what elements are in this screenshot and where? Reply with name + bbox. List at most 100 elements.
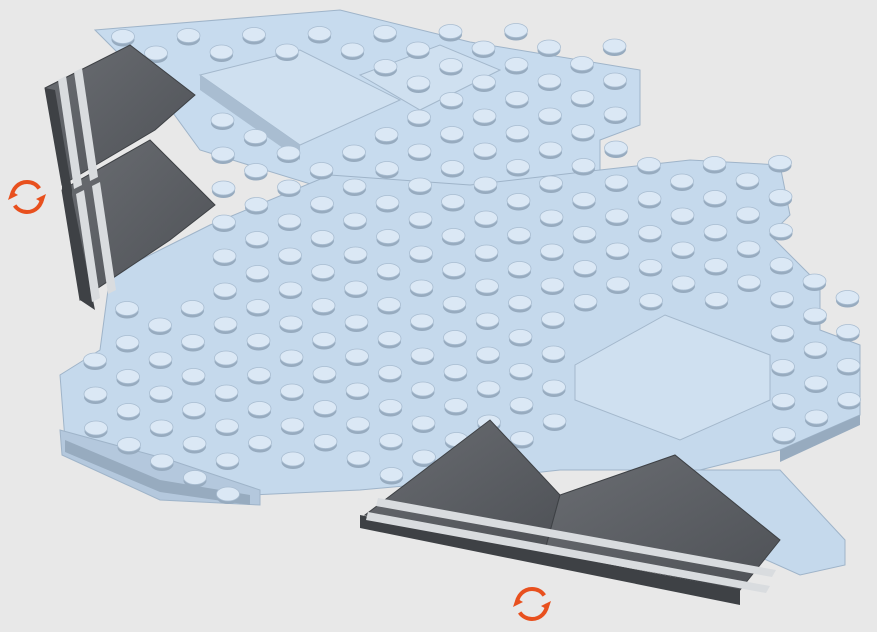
stud: [118, 438, 141, 455]
stud: [183, 403, 206, 420]
stud: [506, 126, 529, 143]
stud: [837, 359, 860, 376]
stud: [442, 195, 465, 212]
stud: [343, 179, 366, 196]
stud: [638, 158, 661, 175]
stud: [838, 393, 861, 410]
stud: [112, 30, 135, 47]
stud: [508, 228, 531, 245]
stud: [212, 181, 235, 198]
stud: [407, 42, 430, 59]
stud: [149, 318, 172, 335]
stud: [540, 176, 563, 193]
stud: [313, 367, 336, 384]
stud: [507, 160, 530, 177]
stud: [380, 468, 403, 485]
stud: [704, 225, 727, 242]
stud: [603, 39, 626, 56]
stud: [244, 130, 267, 147]
stud: [540, 210, 563, 227]
stud: [736, 173, 759, 190]
stud: [507, 194, 530, 211]
stud: [804, 342, 827, 359]
stud: [704, 191, 727, 208]
stud: [445, 399, 468, 416]
stud: [347, 451, 370, 468]
stud: [442, 229, 465, 246]
stud: [543, 414, 566, 431]
stud: [606, 209, 629, 226]
stud: [84, 387, 107, 404]
stud: [539, 108, 562, 125]
stud: [150, 386, 173, 403]
stud: [375, 128, 398, 145]
stud: [311, 231, 334, 248]
stud: [181, 301, 204, 318]
stud: [150, 420, 173, 437]
stud: [216, 419, 239, 436]
stud: [308, 27, 331, 44]
stud: [672, 276, 695, 293]
stud: [409, 178, 432, 195]
stud: [772, 360, 795, 377]
stud: [344, 213, 367, 230]
stud: [605, 141, 628, 158]
stud: [281, 384, 304, 401]
stud: [639, 260, 662, 277]
stud: [215, 385, 238, 402]
stud: [183, 437, 206, 454]
stud: [214, 283, 237, 300]
stud: [803, 274, 826, 291]
stud: [444, 331, 467, 348]
stud: [279, 248, 302, 265]
stud: [85, 421, 108, 438]
stud: [541, 244, 564, 261]
stud: [344, 247, 367, 264]
stud: [281, 418, 304, 435]
stud: [243, 28, 266, 45]
stud: [278, 180, 301, 197]
stud: [312, 299, 335, 316]
stud: [379, 366, 402, 383]
stud: [473, 109, 496, 126]
stud: [211, 113, 234, 130]
stud: [606, 243, 629, 260]
stud: [182, 335, 205, 352]
stud: [177, 29, 200, 46]
stud: [346, 383, 369, 400]
stud: [571, 91, 594, 108]
stud: [443, 263, 466, 280]
stud: [117, 404, 140, 421]
stud: [441, 127, 464, 144]
stud: [477, 381, 500, 398]
stud: [117, 370, 140, 387]
stud: [604, 73, 627, 90]
stud: [573, 193, 596, 210]
stud: [770, 224, 793, 241]
stud: [84, 353, 107, 370]
stud: [277, 146, 300, 163]
stud: [506, 92, 529, 109]
stud: [772, 394, 795, 411]
stud: [574, 295, 597, 312]
stud: [769, 156, 792, 173]
stud: [477, 347, 500, 364]
stud: [341, 43, 364, 60]
stud: [671, 174, 694, 191]
stud: [538, 40, 561, 57]
stud: [475, 211, 498, 228]
stud: [605, 175, 628, 192]
stud: [705, 259, 728, 276]
stud: [542, 346, 565, 363]
stud: [804, 308, 827, 325]
stud: [770, 258, 793, 275]
stud: [377, 230, 400, 247]
stud: [280, 316, 303, 333]
stud: [215, 351, 238, 368]
stud: [411, 348, 434, 365]
stud: [737, 207, 760, 224]
stud: [705, 293, 728, 310]
stud: [440, 59, 463, 76]
stud: [246, 266, 269, 283]
stud: [572, 159, 595, 176]
